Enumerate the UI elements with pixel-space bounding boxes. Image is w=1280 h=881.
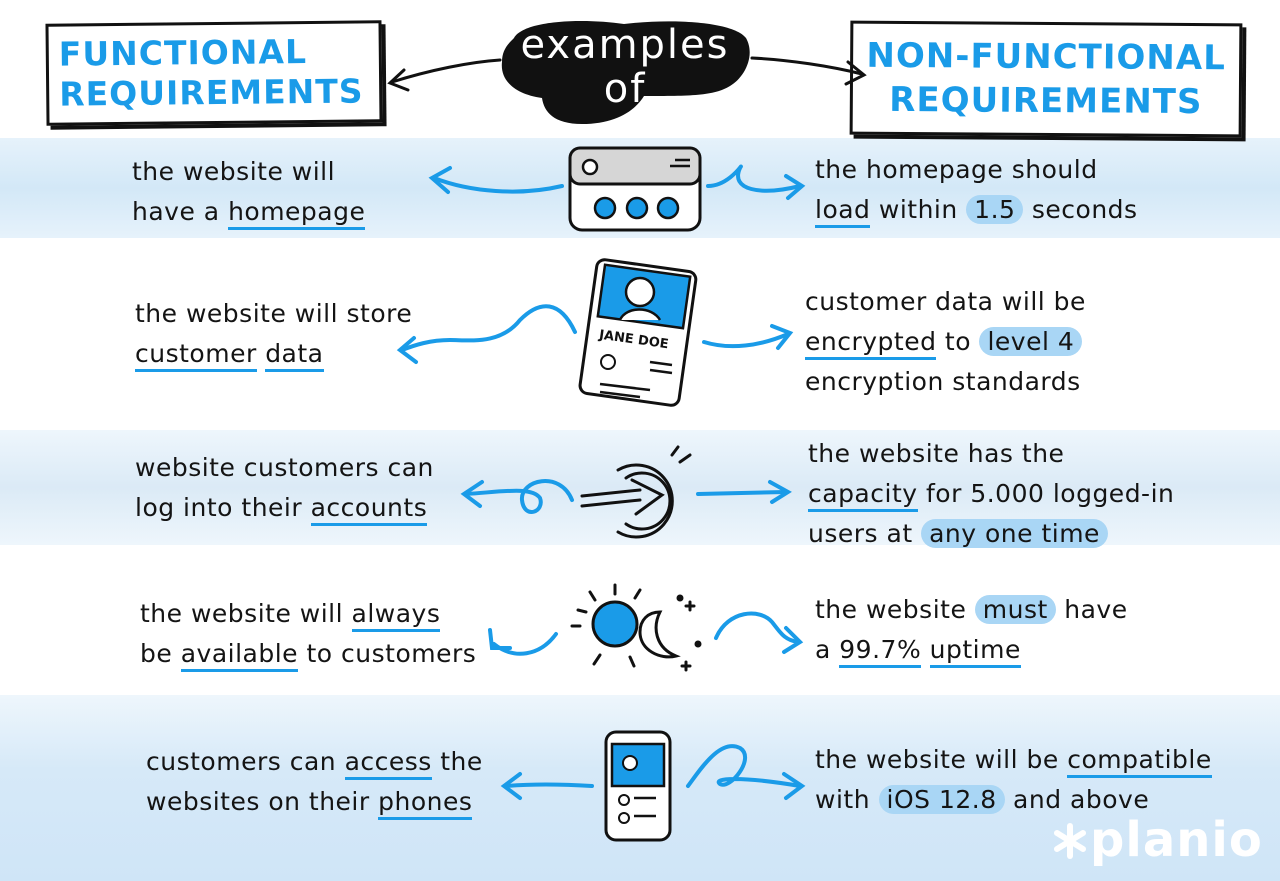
text-fragment: a [815, 635, 840, 664]
text-fragment: log into their [135, 493, 311, 522]
text-fragment: have [1055, 595, 1128, 624]
text-line: load within 1.5 seconds [815, 190, 1138, 230]
text-fragment: the website [815, 595, 975, 624]
text-fragment: the website will be [815, 745, 1068, 774]
underlined-term: available [180, 639, 299, 672]
underlined-term: accounts [310, 493, 428, 526]
text-line: the website will always [140, 594, 476, 634]
non-functional-requirement-3: the website has the capacity for 5.000 l… [808, 434, 1174, 554]
row1-arrow-left [428, 166, 564, 194]
non-functional-requirement-1: the homepage should load within 1.5 seco… [815, 150, 1138, 230]
text-line: the website must have [815, 590, 1128, 630]
smartphone-icon [604, 730, 672, 842]
row3-arrow-left [460, 479, 574, 514]
row2-arrow-left [396, 304, 577, 364]
text-line: log into their accounts [135, 488, 434, 528]
header-arrow-right [750, 56, 867, 86]
functional-requirement-5: customers can access the websites on the… [146, 742, 483, 822]
row5-arrow-left [500, 772, 594, 800]
underlined-term: phones [378, 787, 473, 820]
text-fragment: within [870, 195, 967, 224]
underlined-term: load [815, 195, 871, 228]
text-line: customer data [135, 334, 412, 374]
highlighted-term: 1.5 [966, 195, 1024, 224]
underlined-term: homepage [228, 197, 366, 230]
sun-and-moon-icon [570, 583, 702, 672]
row5-arrow-right [686, 744, 806, 800]
header-arrow-left [387, 58, 502, 92]
text-line: with iOS 12.8 and above [815, 780, 1212, 820]
of-label: of [603, 66, 647, 112]
underlined-term: compatible [1067, 745, 1212, 778]
text-line: the homepage should [815, 155, 1098, 184]
underlined-term: capacity [808, 479, 918, 512]
text-fragment: seconds [1023, 195, 1138, 224]
text-fragment [257, 339, 265, 368]
underlined-term: uptime [929, 635, 1021, 668]
text-line: a 99.7% uptime [815, 630, 1128, 670]
text-line: capacity for 5.000 logged-in [808, 474, 1174, 514]
text-line: the website will be compatible [815, 740, 1212, 780]
text-line: encrypted to level 4 [805, 322, 1086, 362]
text-line: encryption standards [805, 367, 1081, 396]
row1-arrow-right [706, 164, 806, 200]
text-fragment: for 5.000 logged-in [917, 479, 1175, 508]
text-fragment: the website will [140, 599, 352, 628]
row2-arrow-right [702, 324, 794, 350]
text-fragment: users at [808, 519, 922, 548]
underlined-term: customer [135, 339, 257, 372]
functional-requirement-3: website customers can log into their acc… [135, 448, 434, 528]
underlined-term: always [351, 599, 441, 632]
customer-profile-card-icon [578, 258, 698, 407]
row3-arrow-right [696, 480, 792, 504]
row4-arrow-right [714, 611, 804, 654]
text-fragment: to [936, 327, 980, 356]
highlighted-term: must [974, 595, 1056, 624]
text-fragment: to customers [298, 639, 477, 668]
underlined-term: access [344, 747, 432, 780]
text-fragment: customers can [146, 747, 345, 776]
functional-requirement-4: the website will always be available to … [140, 594, 476, 674]
login-arrow-icon [580, 445, 692, 539]
text-fragment: be [140, 639, 181, 668]
browser-window-icon [568, 146, 702, 232]
text-fragment: have a [132, 197, 229, 226]
text-line: website customers can [135, 453, 434, 482]
text-line: have a homepage [132, 192, 366, 232]
text-fragment: the [431, 747, 483, 776]
underlined-term: encrypted [805, 327, 937, 360]
text-line: the website has the [808, 439, 1065, 468]
text-fragment [921, 635, 929, 664]
highlighted-term: iOS 12.8 [878, 785, 1005, 814]
non-functional-requirement-4: the website must have a 99.7% uptime [815, 590, 1128, 670]
row4-arrow-left [488, 628, 558, 656]
planio-logo: planio [1090, 812, 1263, 868]
text-fragment: with [815, 785, 879, 814]
non-functional-requirement-5: the website will be compatible with iOS … [815, 740, 1212, 820]
highlighted-term: any one time [921, 519, 1108, 548]
non-functional-requirement-2: customer data will be encrypted to level… [805, 282, 1086, 402]
text-line: customers can access the [146, 742, 483, 782]
text-line: customer data will be [805, 287, 1086, 316]
functional-requirement-2: the website will store customer data [135, 294, 412, 374]
text-line: the website will [132, 157, 336, 186]
text-fragment: and above [1004, 785, 1150, 814]
text-fragment: websites on their [146, 787, 379, 816]
text-line: the website will store [135, 299, 413, 328]
functional-requirement-1: the website will have a homepage [132, 152, 366, 232]
examples-label: examples [520, 22, 730, 68]
underlined-term: 99.7% [839, 635, 922, 668]
text-line: users at any one time [808, 514, 1174, 554]
text-line: websites on their phones [146, 782, 483, 822]
highlighted-term: level 4 [979, 327, 1083, 356]
underlined-term: data [265, 339, 324, 372]
text-line: be available to customers [140, 634, 476, 674]
examples-of-speech-blob [501, 20, 750, 124]
planio-asterisk-icon [1054, 823, 1086, 859]
